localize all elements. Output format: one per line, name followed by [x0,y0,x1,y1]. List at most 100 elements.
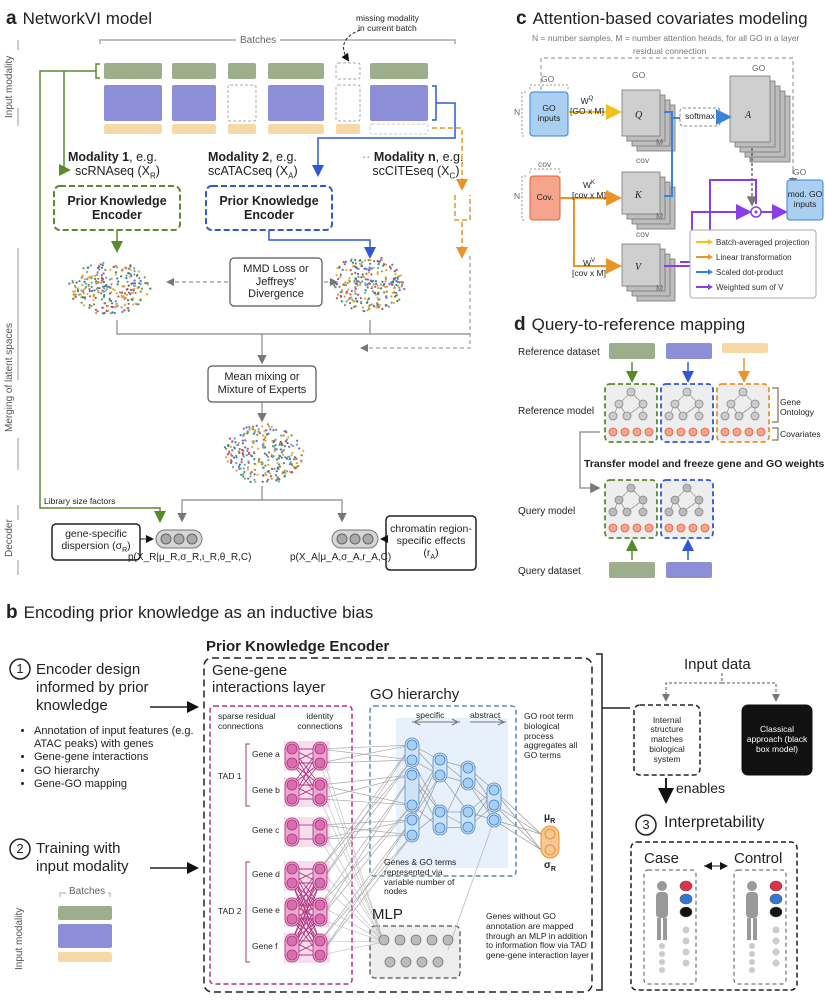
go-node [406,739,418,751]
panel-a-title: NetworkVI model [22,9,153,28]
umap-point [376,296,379,299]
umap-point [385,263,388,266]
gene-label: Gene f [252,941,278,951]
umap-point [127,291,131,294]
gene-mlp-edge [319,838,385,943]
gene-go-edge [319,759,413,884]
umap-point [254,429,257,432]
umap-point [239,434,242,437]
gene-mlp-edge [319,882,385,943]
covariate-node [664,427,674,437]
umap-point [80,276,83,279]
gene-node [286,757,298,769]
umap-point [265,473,268,477]
mini-net-node [608,507,618,517]
umap-point [398,298,401,301]
umap-point [372,267,375,270]
umap-point [102,295,106,298]
umap-point [90,285,93,289]
covariate-node [700,427,710,437]
umap-point [71,281,74,284]
umap-point [78,293,81,296]
umap-point [121,284,124,288]
identity-label: identity connections [297,711,343,731]
umap-point [261,434,264,437]
umap-point [275,470,278,473]
umap-point [114,273,117,276]
umap-point [102,272,105,275]
umap-point [129,273,132,276]
covariate-node [720,427,730,437]
umap-point [360,263,363,266]
umap-point [101,306,104,309]
mini-net-node [720,411,730,421]
umap-point [110,283,113,286]
umap-point [273,445,276,448]
v-label: V [635,262,642,273]
step-2-number: 2 [16,840,24,856]
umap-point [254,463,257,466]
mini-net-node [682,387,692,397]
umap-point [340,300,343,303]
umap-point [118,290,121,294]
umap-point [282,462,285,465]
umap-point [339,295,343,298]
output-edge [493,789,542,835]
umap-point [364,282,367,285]
legend-entry: Weighted sum of V [716,283,784,292]
umap-point [247,461,250,464]
umap-point [235,469,238,472]
panel-d [579,343,779,578]
umap-point [396,278,399,281]
go-inputs-label: GO inputs [537,103,561,123]
batches-mini-label: Batches [66,886,109,898]
gene-node [286,913,298,925]
umap-point [132,303,135,306]
umap-point [268,471,271,475]
umap-point [246,430,249,433]
umap-point [252,425,255,428]
umap-point [377,306,381,309]
wv-w: W [582,257,592,268]
umap-point [144,282,147,285]
umap-point [253,473,256,476]
mini-net-node [664,411,674,421]
umap-point [100,266,104,269]
gene-dispersion-text: gene-specific dispersion (σ [61,528,127,553]
mlp-output-edge [447,819,495,951]
umap-point [366,286,369,289]
umap-point [242,467,245,470]
modality-1-label: Modality 1, e.g. scRNAseq (XR) [68,150,160,181]
umap-point [274,438,277,441]
pke-box [203,657,593,993]
go-node [434,754,446,766]
umap-point [123,296,126,300]
bullet-item: Gene-GO mapping [34,778,214,791]
umap-point [241,451,244,455]
umap-point [387,305,390,308]
mini-net-node [622,411,632,421]
mini-net-node [682,483,692,493]
umap-point [403,287,406,291]
umap-point [297,465,300,468]
umap-point [116,277,119,280]
panel-b-title: Encoding prior knowledge as an inductive… [23,603,374,622]
umap-point [372,283,375,286]
umap-point [361,306,364,309]
mini-net-node [638,399,648,409]
umap-point [133,284,136,287]
umap-point [284,472,287,475]
umap-point [100,292,103,295]
panel-b [9,653,813,993]
umap-point [378,303,382,307]
umap-point [86,292,89,295]
umap-point [394,272,397,275]
gene-node [286,779,298,791]
umap-point [243,477,246,480]
umap-point [371,285,374,289]
umap-point [117,295,120,298]
umap-point [354,258,357,262]
tad2-bracket [245,861,250,963]
umap-point [267,478,270,481]
umap-point [393,287,396,290]
